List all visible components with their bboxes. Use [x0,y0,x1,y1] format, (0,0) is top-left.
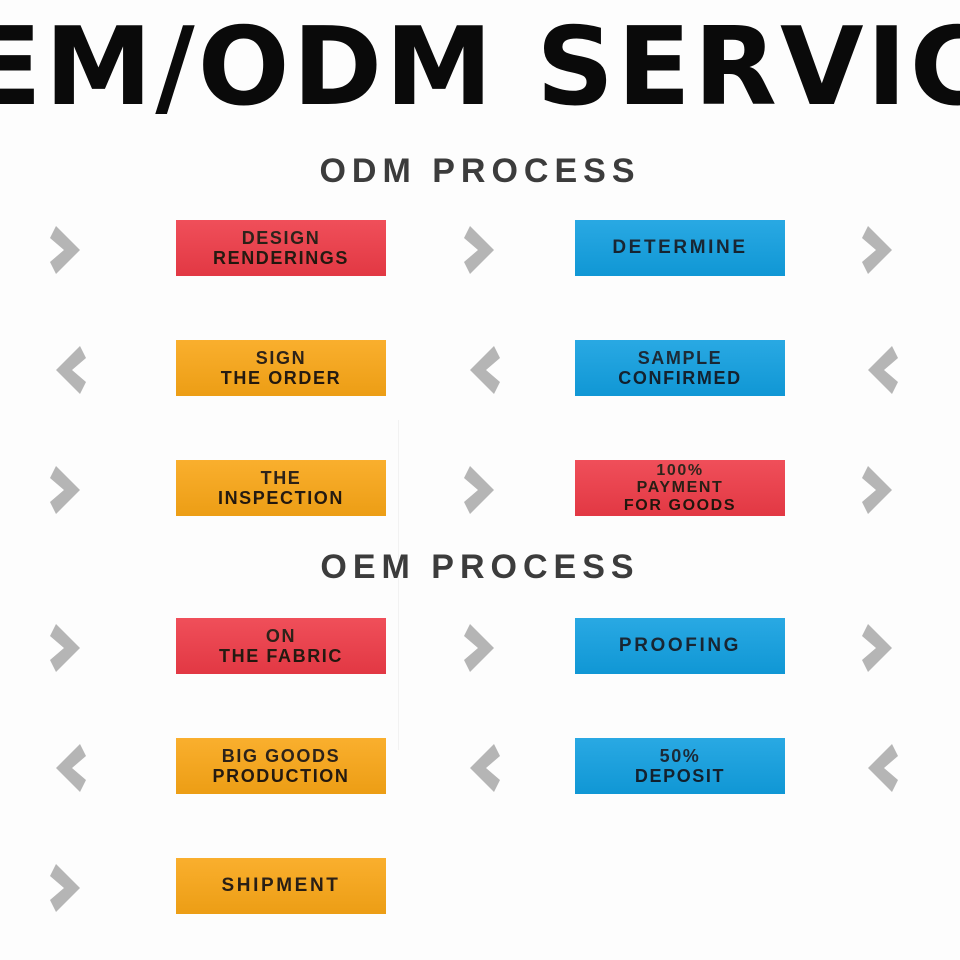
process-box-line: BIG GOODS [221,745,341,766]
process-box-line: CONFIRMED [618,368,742,388]
chevron-right-icon [48,222,88,278]
section-heading-oem: OEM PROCESS [320,548,640,586]
chevron-right-icon [860,462,900,518]
process-box-line: 100% [656,462,704,480]
process-box-line: THE ORDER [220,368,342,388]
chevron-right-icon [48,620,88,676]
process-box-line: FOR GOODS [623,496,737,514]
process-box-line: DESIGN [241,227,321,248]
process-box-50-deposit[interactable]: 50%DEPOSIT [575,738,785,794]
chevron-right-icon [462,222,502,278]
chevron-left-icon [860,342,900,398]
process-box-line: RENDERINGS [212,248,349,268]
chevron-left-icon [860,740,900,796]
process-box-line: THE [260,467,302,488]
process-box-line: DETERMINE [612,237,748,259]
process-box-line: SHIPMENT [221,875,341,897]
chevron-right-icon [48,860,88,916]
process-box-line: INSPECTION [217,488,344,508]
process-box-line: SAMPLE [637,347,723,368]
process-box-line: THE FABRIC [219,646,343,666]
chevron-right-icon [462,462,502,518]
process-box-determine[interactable]: DETERMINE [575,220,785,276]
chevron-left-icon [462,740,502,796]
process-box-line: PROOFING [618,635,742,657]
chevron-right-icon [860,620,900,676]
process-row: SHIPMENT [0,848,960,928]
chevron-right-icon [462,620,502,676]
process-box-line: PAYMENT [636,479,724,497]
process-box-line: SIGN [255,347,307,368]
process-box-line: PRODUCTION [212,766,350,786]
process-box-proofing[interactable]: PROOFING [575,618,785,674]
process-box-line: 50% [659,745,701,766]
chevron-left-icon [48,740,88,796]
chevron-right-icon [860,222,900,278]
process-box-shipment[interactable]: SHIPMENT [176,858,386,914]
section-heading-odm: ODM PROCESS [319,152,641,190]
chevron-left-icon [48,342,88,398]
process-box-line: ON [265,625,297,646]
banner: EM/ODM SERVIC [0,0,960,140]
scan-seam-divider [398,420,399,750]
banner-title: EM/ODM SERVIC [0,5,960,130]
chevron-right-icon [48,462,88,518]
process-box-line: DEPOSIT [634,766,726,786]
chevron-left-icon [462,342,502,398]
